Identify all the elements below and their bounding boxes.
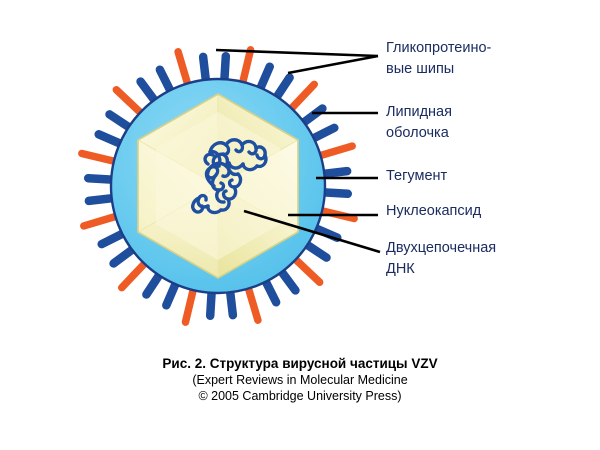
label-double-stranded-dna: Двухцепочечная ДНК — [386, 240, 497, 277]
nucleocapsid-capsid — [137, 93, 299, 279]
figure-caption: Рис. 2. Структура вирусной частицы VZV (… — [0, 355, 600, 404]
leader-spikes-upper — [215, 48, 379, 58]
caption-source-line-1: (Expert Reviews in Molecular Medicine — [192, 373, 408, 387]
caption-source-line-2: © 2005 Cambridge University Press) — [198, 389, 402, 403]
caption-title: Рис. 2. Структура вирусной частицы VZV — [162, 356, 438, 371]
leader-dna — [243, 209, 381, 254]
label-nucleocapsid: Нуклеокапсид — [386, 203, 482, 219]
label-tegument: Тегумент — [386, 168, 448, 184]
double-stranded-dna — [191, 138, 268, 215]
leader-spikes-lower — [287, 54, 379, 75]
label-glycoprotein-spikes: Гликопротеино- вые шипы — [386, 40, 492, 77]
leader-lines — [215, 48, 381, 254]
label-lipid-envelope: Липидная оболочка — [386, 104, 452, 141]
